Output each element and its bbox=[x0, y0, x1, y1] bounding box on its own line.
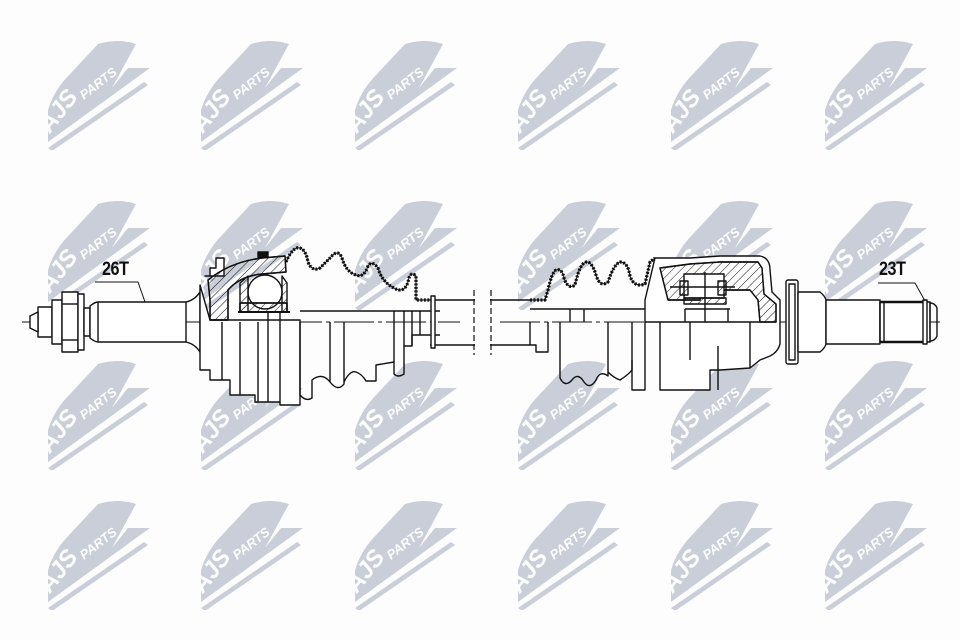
ajs-parts-watermark: AJS PARTS bbox=[503, 350, 620, 471]
ajs-parts-watermark: AJS PARTS bbox=[810, 30, 927, 151]
ajs-parts-logo-icon: AJS PARTS bbox=[33, 41, 150, 151]
ajs-parts-watermark: AJS PARTS bbox=[340, 30, 457, 151]
right-stub bbox=[785, 279, 938, 365]
ajs-parts-watermark: AJS PARTS bbox=[503, 490, 620, 611]
ajs-parts-logo-icon: AJS PARTS bbox=[503, 501, 620, 611]
ajs-parts-logo-icon: AJS PARTS bbox=[503, 361, 620, 471]
ajs-parts-watermark: AJS PARTS bbox=[33, 30, 150, 151]
ajs-parts-logo-icon: AJS PARTS bbox=[33, 361, 150, 471]
ajs-parts-logo-icon: AJS PARTS bbox=[186, 41, 303, 151]
ajs-parts-logo-icon: AJS PARTS bbox=[186, 501, 303, 611]
ajs-parts-logo-icon: AJS PARTS bbox=[340, 501, 457, 611]
ajs-parts-logo-icon: AJS PARTS bbox=[33, 501, 150, 611]
ajs-parts-watermark: AJS PARTS bbox=[186, 490, 303, 611]
inner-boot bbox=[529, 256, 680, 391]
ajs-parts-logo-icon: AJS PARTS bbox=[656, 41, 773, 151]
ajs-parts-logo-icon: AJS PARTS bbox=[340, 361, 457, 471]
outer-boot bbox=[284, 246, 440, 401]
ajs-parts-logo-icon: AJS PARTS bbox=[503, 41, 620, 151]
ajs-parts-logo-icon: AJS PARTS bbox=[656, 361, 773, 471]
ajs-parts-logo-icon: AJS PARTS bbox=[810, 361, 927, 471]
ajs-parts-watermark: AJS PARTS bbox=[810, 190, 927, 311]
ajs-parts-logo-icon: AJS PARTS bbox=[810, 501, 927, 611]
ajs-parts-watermark: AJS PARTS bbox=[656, 350, 773, 471]
ajs-parts-logo-icon: AJS PARTS bbox=[656, 501, 773, 611]
ajs-parts-logo-icon: AJS PARTS bbox=[810, 41, 927, 151]
leader-23t bbox=[878, 282, 926, 302]
leader-26t bbox=[95, 281, 146, 303]
spline-count-left-label: 26T bbox=[102, 259, 129, 280]
ajs-parts-logo-icon: AJS PARTS bbox=[810, 201, 927, 311]
ajs-parts-watermark: AJS PARTS bbox=[503, 30, 620, 151]
intermediate-shaft bbox=[430, 290, 530, 355]
ajs-parts-watermark: AJS PARTS bbox=[810, 350, 927, 471]
ajs-parts-watermark: AJS PARTS bbox=[810, 490, 927, 611]
outer-cv-joint bbox=[199, 251, 301, 406]
ajs-parts-watermark: AJS PARTS bbox=[33, 350, 150, 471]
ajs-parts-logo-icon: AJS PARTS bbox=[503, 201, 620, 311]
ajs-parts-watermark: AJS PARTS bbox=[656, 30, 773, 151]
ajs-parts-watermark: AJS PARTS bbox=[340, 490, 457, 611]
ajs-parts-watermark: AJS PARTS bbox=[186, 30, 303, 151]
left-stub-nut bbox=[29, 291, 201, 353]
spline-count-right-label: 23T bbox=[879, 259, 906, 280]
ajs-parts-logo-icon: AJS PARTS bbox=[340, 41, 457, 151]
ajs-parts-watermark: AJS PARTS bbox=[33, 490, 150, 611]
ajs-parts-watermark: AJS PARTS bbox=[503, 190, 620, 311]
ajs-parts-watermark: AJS PARTS bbox=[656, 490, 773, 611]
ajs-parts-watermark: AJS PARTS bbox=[340, 350, 457, 471]
inner-cv-joint bbox=[644, 255, 781, 391]
